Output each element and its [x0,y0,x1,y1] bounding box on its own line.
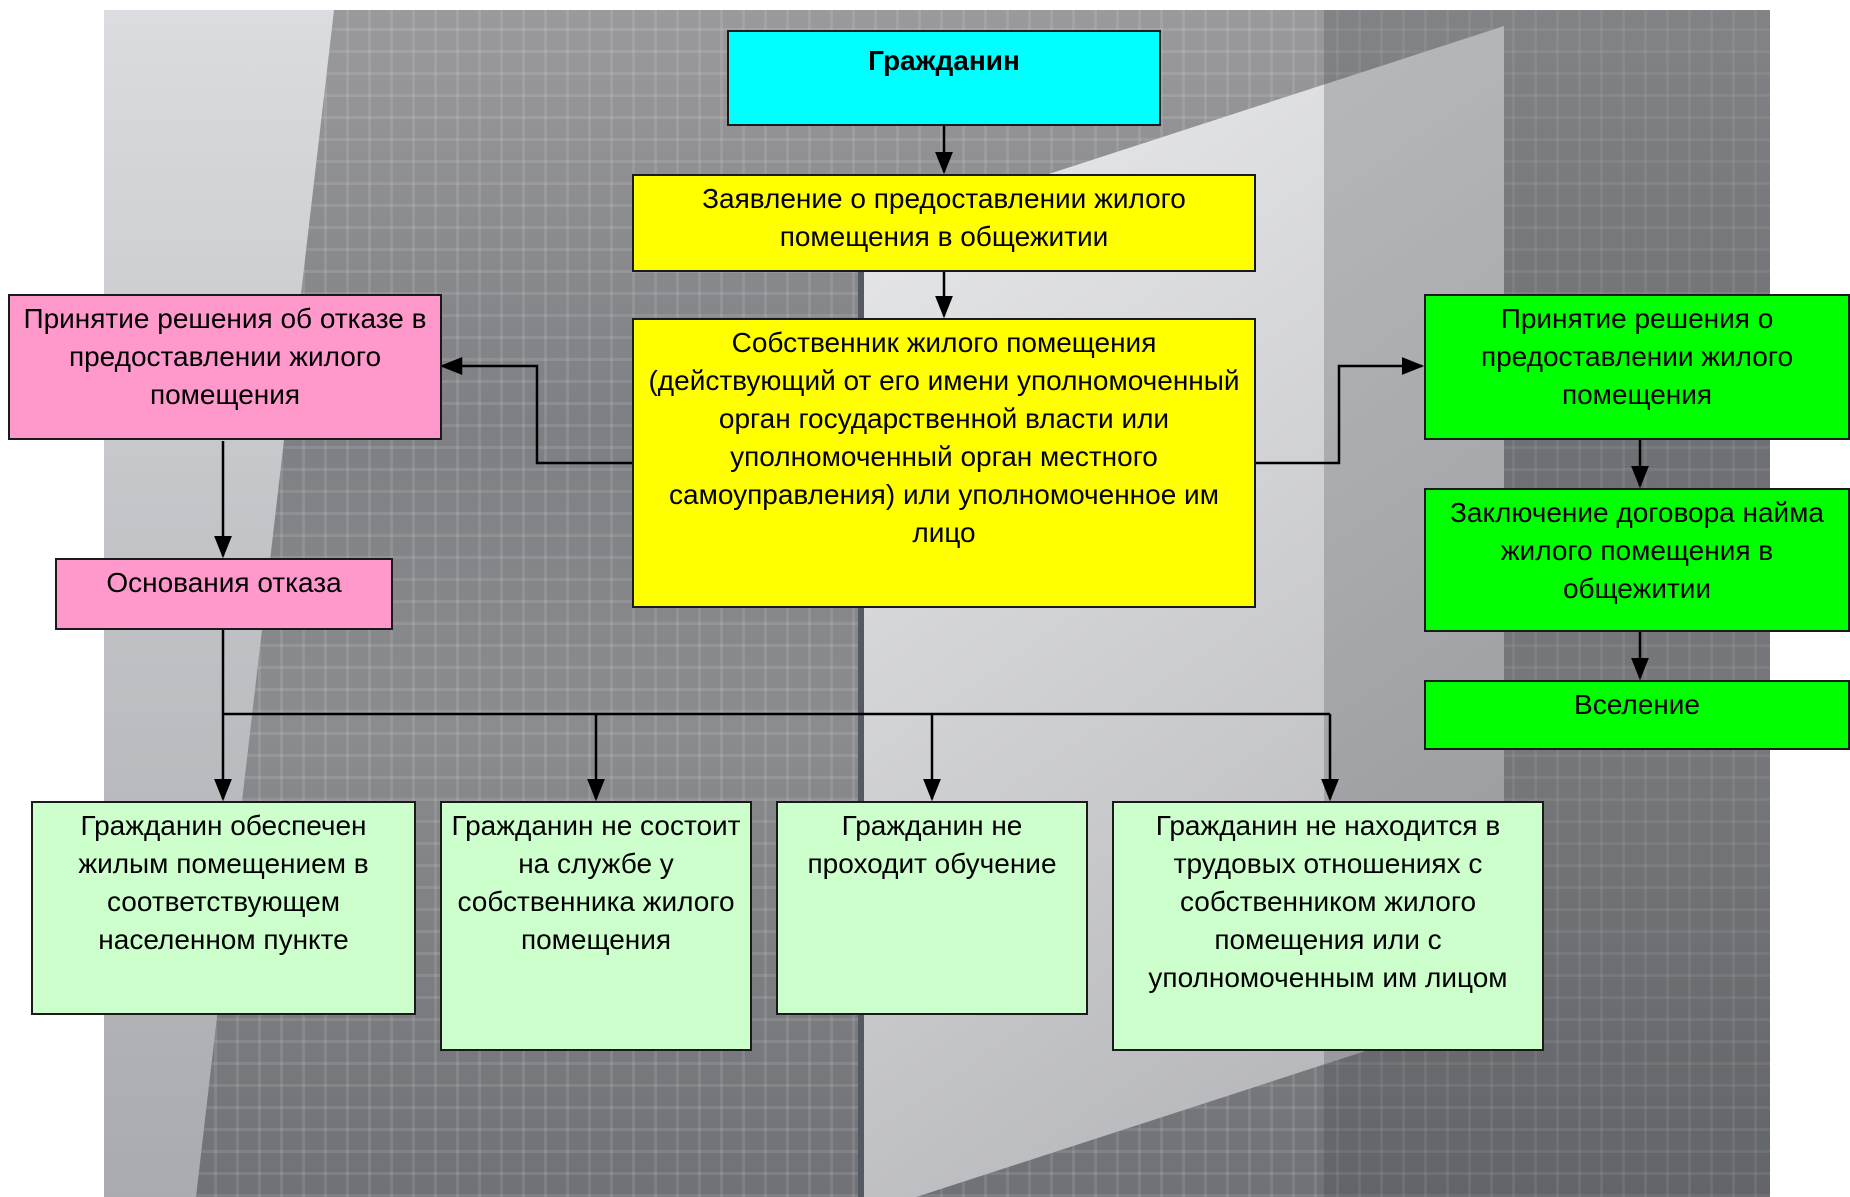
ground-not-employed-label: Гражданин не находится в трудовых отноше… [1148,810,1508,993]
arrow-owner-to-grant [1255,357,1425,465]
ground-housed-label: Гражданин обеспечен жилым помещением в с… [78,810,369,955]
refusal-decision-label: Принятие решения об отказе в предоставле… [23,303,427,410]
grant-decision-box: Принятие решения о предоставлении жилого… [1424,294,1850,440]
contract-label: Заключение договора найма жилого помещен… [1449,497,1825,604]
grant-decision-label: Принятие решения о предоставлении жилого… [1480,303,1794,410]
move-in-box: Вселение [1424,680,1850,750]
ground-not-employed-box: Гражданин не находится в трудовых отноше… [1112,801,1544,1051]
ground-not-serving-label: Гражданин не состоит на службе у собстве… [451,810,741,955]
ground-not-studying-box: Гражданин не проходит обучение [776,801,1088,1015]
arrow-owner-to-refusal [439,357,632,465]
refusal-grounds-label: Основания отказа [106,567,342,598]
contract-box: Заключение договора найма жилого помещен… [1424,488,1850,632]
move-in-label: Вселение [1574,689,1700,720]
refusal-decision-box: Принятие решения об отказе в предоставле… [8,294,442,440]
ground-not-studying-label: Гражданин не проходит обучение [807,810,1057,879]
ground-housed-box: Гражданин обеспечен жилым помещением в с… [31,801,416,1015]
citizen-label: Гражданин [868,45,1020,76]
application-box: Заявление о предоставлении жилого помеще… [632,174,1256,272]
citizen-box: Гражданин [727,30,1161,126]
owner-box: Собственник жилого помещения (действующи… [632,318,1256,608]
owner-label: Собственник жилого помещения (действующи… [648,327,1240,548]
application-label: Заявление о предоставлении жилого помеще… [702,183,1186,252]
ground-not-serving-box: Гражданин не состоит на службе у собстве… [440,801,752,1051]
refusal-grounds-box: Основания отказа [55,558,393,630]
